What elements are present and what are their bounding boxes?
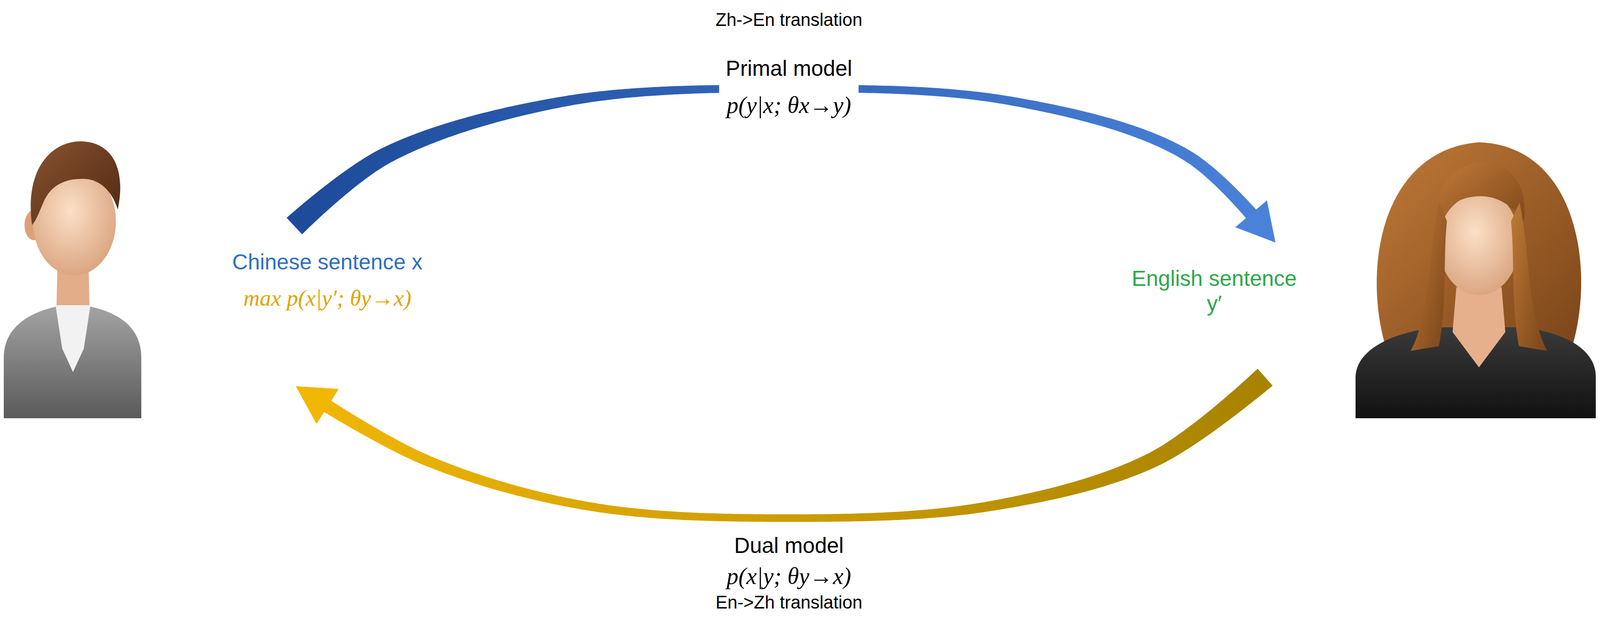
label-group: Zh->En translation [708,9,870,31]
label-group: En->Zh translation [708,592,870,614]
woman-hair-lock [1510,202,1548,351]
arrow-head [1235,200,1276,243]
arrow-band [286,84,1263,235]
translation-arrow [295,368,1273,522]
model-formula: p(x|y; θy→x) [726,562,852,591]
woman-neck [1452,287,1506,368]
man-figure [3,141,142,419]
label-group: Dual model p(x|y; θy→x) [720,533,859,590]
arrow-head [295,386,339,424]
label-group: Primal model p(y|x; θx→y) [719,56,859,119]
arrow-guide [294,88,1276,243]
sentence-label: English sentence y′ [1126,266,1302,317]
model-name: Primal model [725,56,853,82]
woman-figure [1355,142,1596,419]
man-suit [3,303,142,419]
model-name: Dual model [726,533,852,559]
objective-formula: max p(x|y′; θy→x) [232,284,423,311]
sentence-label: Chinese sentence x [232,249,423,275]
direction-label: Zh->En translation [715,9,863,31]
direction-label: En->Zh translation [715,592,863,614]
arrow-guide [295,377,1266,519]
sentence-node: Chinese sentence x max p(x|y′; θy→x) [222,226,432,387]
arrow-band [316,368,1273,522]
sentence-node: English sentence y′ [1117,242,1312,378]
model-formula: p(y|x; θx→y) [725,91,853,120]
woman-hair-lock [1410,202,1447,351]
man-hair [30,141,121,226]
translation-arrow [286,84,1276,243]
man-shirt [55,305,91,373]
